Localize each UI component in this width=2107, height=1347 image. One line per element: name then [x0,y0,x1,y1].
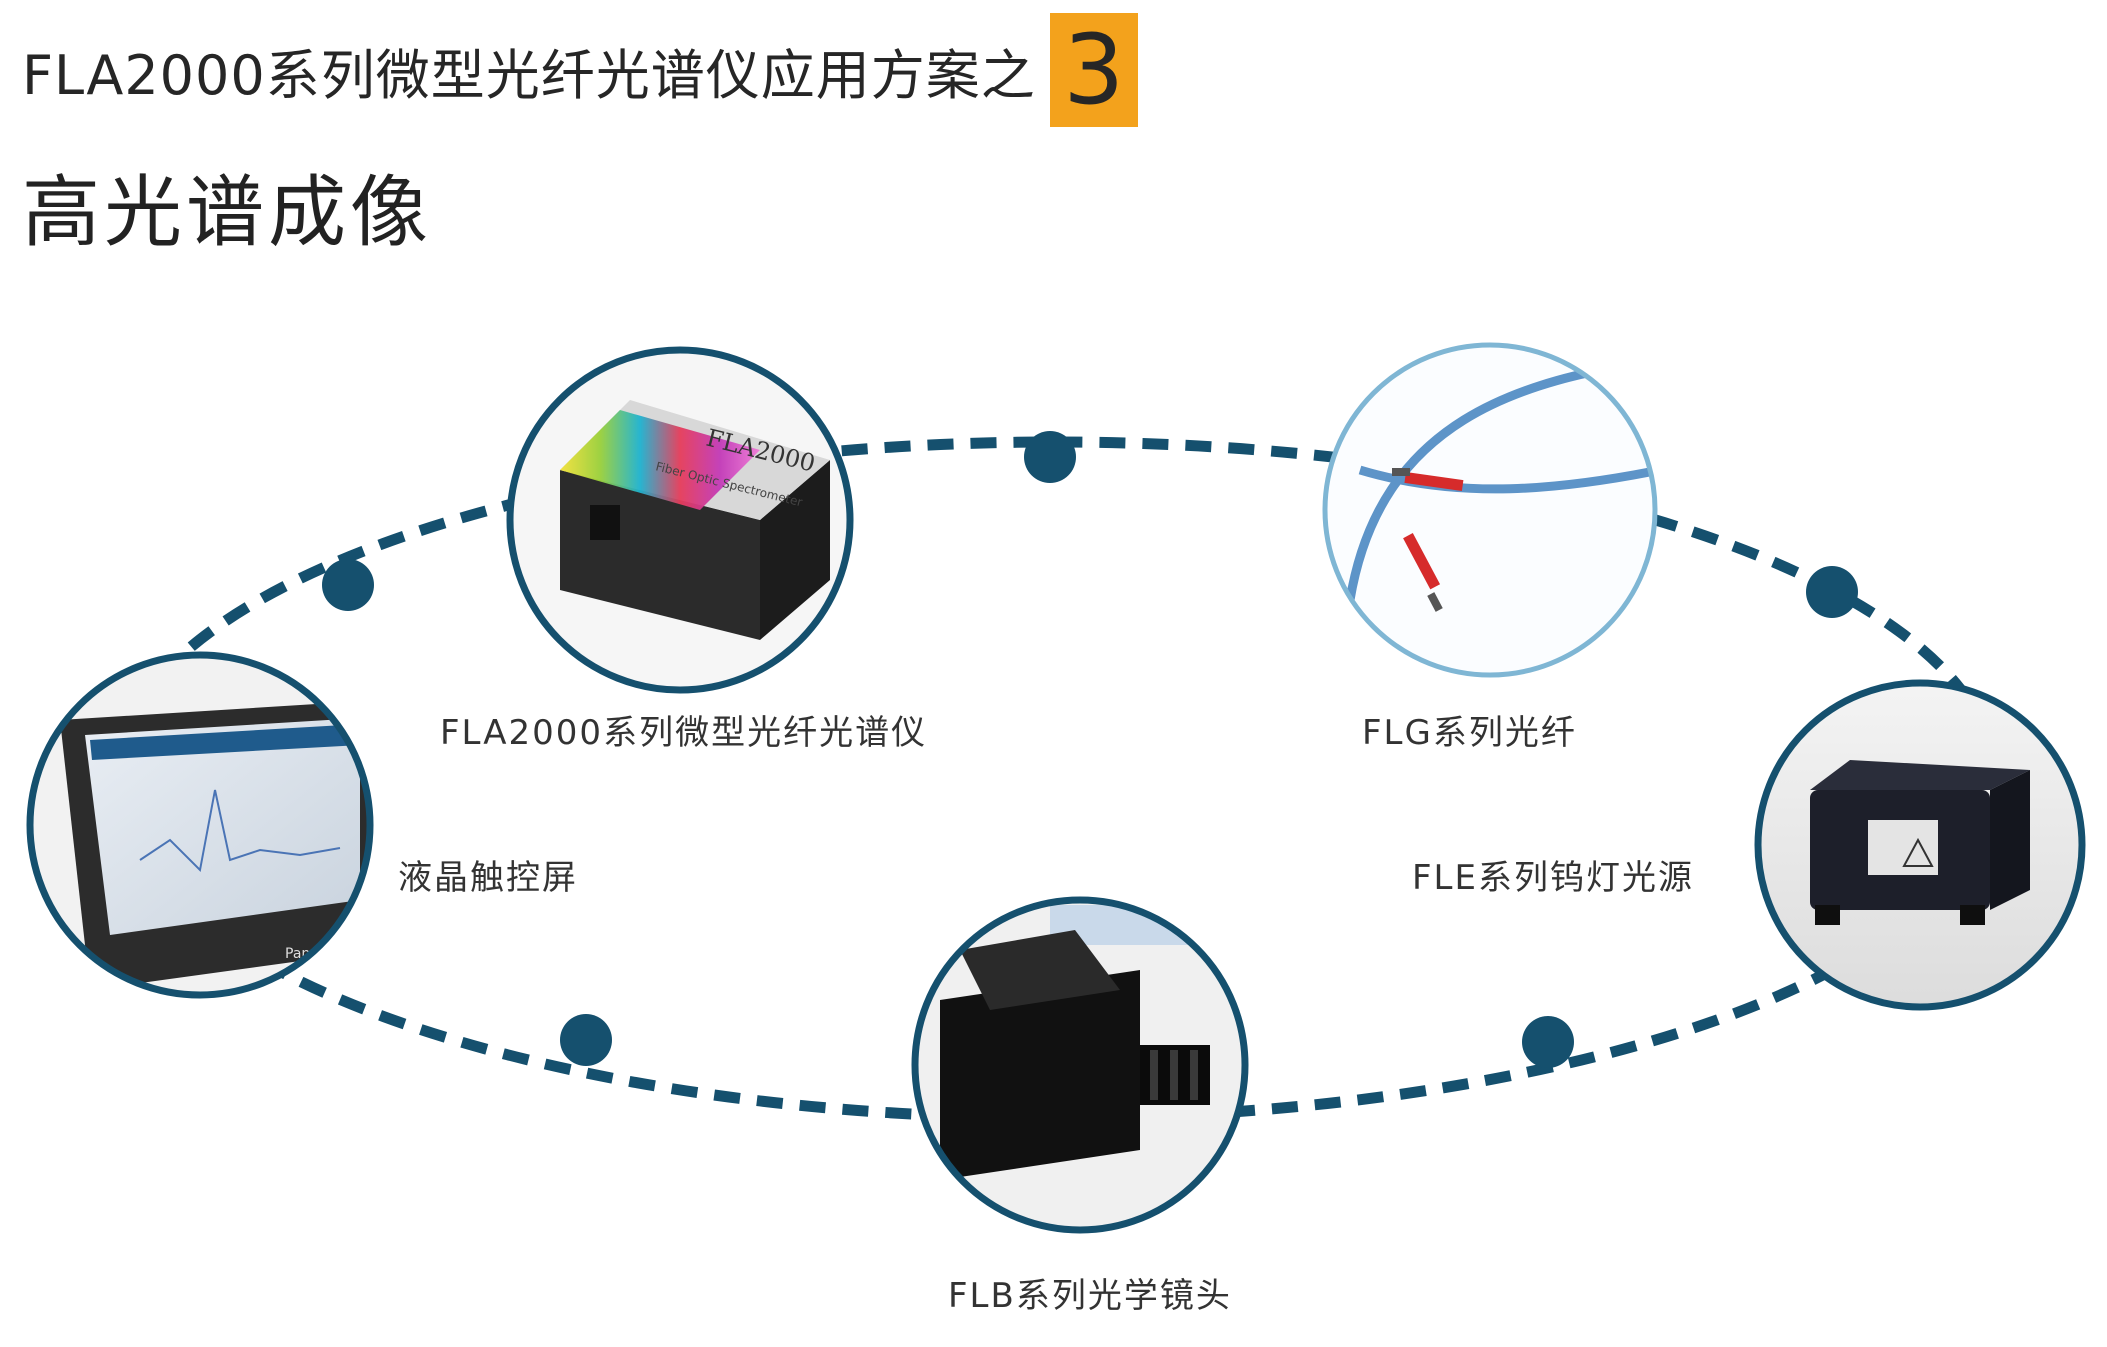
header-row: FLA2000系列微型光纤光谱仪应用方案之 3 [22,12,1138,128]
page-subtitle: FLA2000系列微型光纤光谱仪应用方案之 [22,43,1036,107]
connector-dot [1806,566,1858,618]
node-spectrometer: FLA2000 Fiber Optic Spectrometer [506,346,854,694]
label-lamp: FLE系列钨灯光源 [1412,858,1694,898]
node-touchscreen: Panasonic [26,651,374,999]
connector-dot [322,559,374,611]
connector-dot [1024,431,1076,483]
number-badge: 3 [1049,13,1138,127]
label-fiber: FLG系列光纤 [1362,713,1577,753]
label-lens: FLB系列光学镜头 [948,1276,1232,1316]
connector-dot [1522,1016,1574,1068]
node-lens [911,896,1249,1234]
label-spectrometer: FLA2000系列微型光纤光谱仪 [440,713,928,753]
node-lamp [1754,679,2086,1011]
page-title: 高光谱成像 [22,168,433,258]
label-touchscreen: 液晶触控屏 [398,858,578,898]
node-fiber [1322,342,1658,678]
connector-dots [322,431,1858,1068]
connector-dot [560,1014,612,1066]
